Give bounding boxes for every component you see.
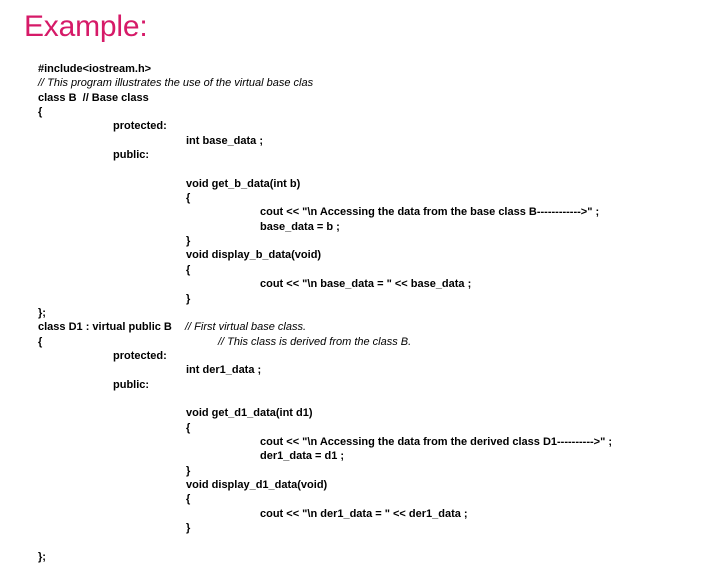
code-text: base_data = b ; xyxy=(260,220,340,233)
code-text: void get_d1_data(int d1) xyxy=(186,407,313,420)
code-text: void display_b_data(void) xyxy=(186,249,322,262)
code-text: cout << "\n Accessing the data from the … xyxy=(260,206,600,219)
code-line: void display_d1_data(void) xyxy=(38,478,714,492)
code-line: cout << "\n der1_data = " << der1_data ; xyxy=(38,507,714,521)
code-text: der1_data = d1 ; xyxy=(260,450,345,463)
code-text: cout << "\n Accessing the data from the … xyxy=(260,435,613,448)
code-text: } xyxy=(186,464,191,477)
code-text: int der1_data ; xyxy=(186,364,262,377)
code-line: int base_data ; xyxy=(38,134,714,148)
code-text: #include<iostream.h> xyxy=(38,63,152,75)
code-text: void get_b_data(int b) xyxy=(186,177,301,190)
code-text: cout << "\n der1_data = " << der1_data ; xyxy=(260,507,468,520)
code-line: protected: xyxy=(38,349,714,363)
code-text: { xyxy=(38,106,43,119)
code-line: int der1_data ; xyxy=(38,363,714,377)
code-text: protected: xyxy=(113,120,167,133)
code-text: }; xyxy=(38,306,46,319)
code-text: void display_d1_data(void) xyxy=(186,478,328,491)
code-text: class D1 : virtual public B xyxy=(38,321,172,334)
code-text: { xyxy=(186,263,191,276)
code-line: base_data = b ; xyxy=(38,220,714,234)
code-line: }; xyxy=(38,550,714,564)
code-text: protected: xyxy=(113,349,167,362)
code-comment: // First virtual base class. xyxy=(185,321,307,334)
code-line: class B // Base class xyxy=(38,91,714,105)
code-text: } xyxy=(186,522,191,534)
code-line: cout << "\n Accessing the data from the … xyxy=(38,205,714,219)
code-line: class D1 : virtual public B // First virt… xyxy=(38,320,714,334)
code-text: { xyxy=(186,421,191,434)
code-comment: // This class is derived from the class … xyxy=(218,335,412,348)
code-text: public: xyxy=(113,378,150,391)
code-line: public: xyxy=(38,148,714,162)
code-line: void get_d1_data(int d1) xyxy=(38,406,714,420)
code-text: } xyxy=(186,292,191,305)
code-line: { xyxy=(38,105,714,119)
code-line: { xyxy=(38,263,714,277)
code-line: cout << "\n base_data = " << base_data ; xyxy=(38,277,714,291)
code-line: } xyxy=(38,292,714,306)
code-comment: // This program illustrates the use of t… xyxy=(38,77,314,90)
code-text: int base_data ; xyxy=(186,134,264,147)
code-listing: #include<iostream.h> // This program illu… xyxy=(38,62,714,564)
code-text: { xyxy=(186,493,191,506)
code-text: public: xyxy=(113,149,150,162)
code-text: { xyxy=(186,192,191,205)
code-line: // This program illustrates the use of t… xyxy=(38,76,714,90)
code-line xyxy=(38,162,714,176)
code-line: der1_data = d1 ; xyxy=(38,449,714,463)
code-line: { xyxy=(38,421,714,435)
code-line: { // This class is derived from the class… xyxy=(38,335,714,349)
code-line: }; xyxy=(38,306,714,320)
code-line xyxy=(38,535,714,549)
code-line: void get_b_data(int b) xyxy=(38,177,714,191)
presentation-slide: Example: #include<iostream.h> // This pro… xyxy=(24,10,613,563)
code-line: { xyxy=(38,191,714,205)
page-title: Example: xyxy=(24,10,148,43)
code-line: void display_b_data(void) xyxy=(38,248,714,262)
code-line: cout << "\n Accessing the data from the … xyxy=(38,435,714,449)
code-text: } xyxy=(186,235,191,248)
code-line: { xyxy=(38,492,714,506)
code-text: class B // Base class xyxy=(38,91,149,104)
code-text: cout << "\n base_data = " << base_data ; xyxy=(260,278,472,291)
code-line: } xyxy=(38,234,714,248)
code-text: { xyxy=(38,335,43,348)
code-line xyxy=(38,392,714,406)
code-line: } xyxy=(38,521,714,535)
code-line: public: xyxy=(38,378,714,392)
code-line: protected: xyxy=(38,119,714,133)
code-line: } xyxy=(38,464,714,478)
code-line: #include<iostream.h> xyxy=(38,62,714,76)
code-text: }; xyxy=(38,550,46,563)
